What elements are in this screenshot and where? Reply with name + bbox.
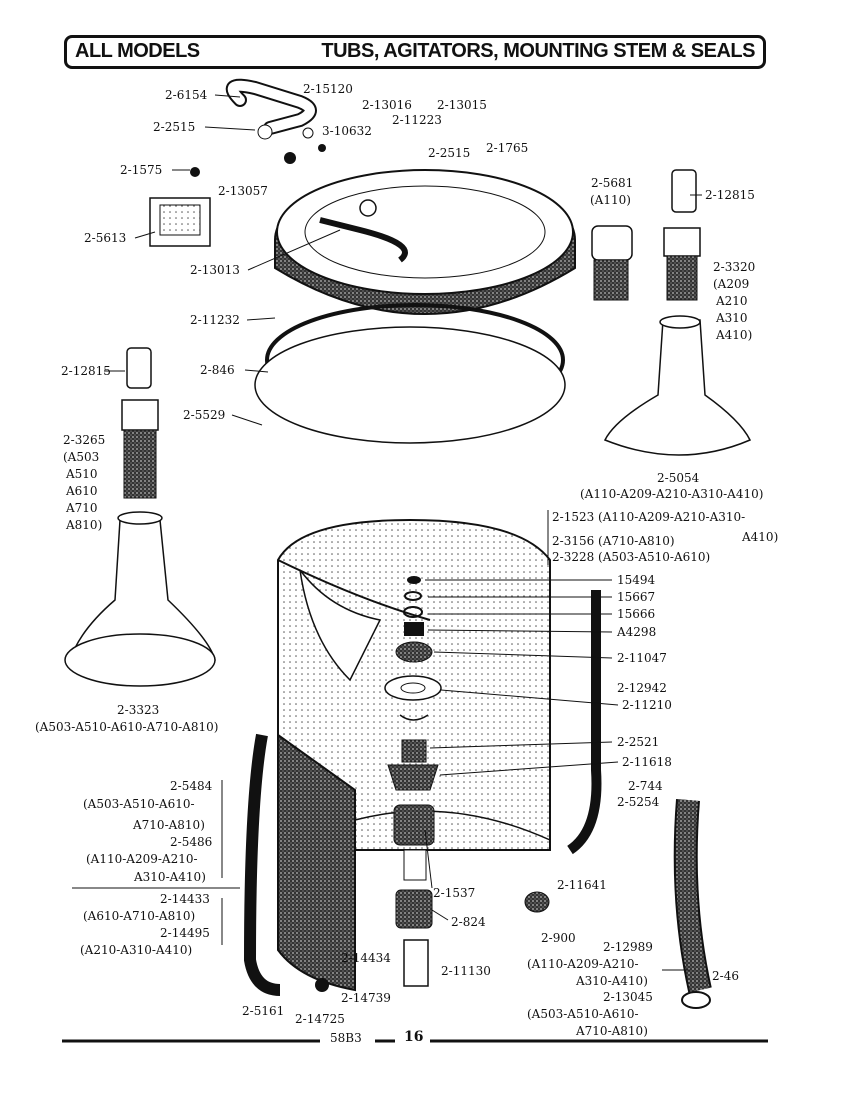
callout-2-13045-models-1: (A503-A510-A610- <box>527 1007 639 1021</box>
tub-ring-gasket <box>254 303 566 444</box>
tub-cover-assembly <box>274 169 576 315</box>
callout-15494: 15494 <box>617 573 656 587</box>
callout-2-5254: 2-5254 <box>617 795 660 809</box>
callout-2-5054: 2-5054 <box>657 471 700 485</box>
callout-2-12815-right: 2-12815 <box>705 188 755 202</box>
callout-2-5054-models: (A110-A209-A210-A310-A410) <box>580 487 763 501</box>
callout-2-5613: 2-5613 <box>84 231 126 245</box>
agitator-left <box>64 347 216 687</box>
water-valve <box>149 167 211 247</box>
callout-2-13045: 2-13045 <box>603 990 653 1004</box>
callout-2-3323: 2-3323 <box>117 703 159 717</box>
callout-2-13016: 2-13016 <box>362 98 412 112</box>
callout-2-11210: 2-11210 <box>622 698 672 712</box>
callout-15667: 15667 <box>617 590 655 604</box>
callout-2-5161: 2-5161 <box>242 1004 284 1018</box>
callout-2-5484-models-2: A710-A810) <box>132 818 205 832</box>
callout-15666: 15666 <box>617 607 655 621</box>
callout-2-12989: 2-12989 <box>603 940 653 954</box>
callout-2-3323-models: (A503-A510-A610-A710-A810) <box>35 720 218 734</box>
callout-2-15120: 2-15120 <box>303 82 353 96</box>
callout-a610: A610 <box>65 484 98 498</box>
callout-a510: A510 <box>65 467 98 481</box>
callout-2-824: 2-824 <box>451 915 486 929</box>
callout-2-2515-b: 2-2515 <box>428 146 470 160</box>
agitator-right <box>591 169 752 456</box>
callout-2-5681: 2-5681 <box>591 176 633 190</box>
callout-2-14433: 2-14433 <box>160 892 210 906</box>
callout-a209-open: (A209 <box>713 277 749 291</box>
leader-lines <box>72 94 702 985</box>
callout-2-12989-models-2: A310-A410) <box>575 974 648 988</box>
callout-2-13013: 2-13013 <box>190 263 240 277</box>
callout-2-11618: 2-11618 <box>622 755 672 769</box>
callout-a410-end: A410) <box>741 530 778 544</box>
callout-2-1537: 2-1537 <box>433 886 475 900</box>
callout-2-2521: 2-2521 <box>617 735 659 749</box>
callout-2-846: 2-846 <box>200 363 235 377</box>
callout-2-14725: 2-14725 <box>295 1012 345 1026</box>
callout-2-5486-models-2: A310-A410) <box>133 870 206 884</box>
callout-2-11232: 2-11232 <box>190 313 240 327</box>
callout-2-11223: 2-11223 <box>392 113 442 127</box>
callout-2-3156: 2-3156 (A710-A810) <box>552 534 675 548</box>
callout-2-5529: 2-5529 <box>183 408 225 422</box>
inlet-hose <box>225 78 317 135</box>
drain-hoses <box>243 590 712 1009</box>
callout-2-5484: 2-5484 <box>170 779 213 793</box>
callout-a810-close: A810) <box>65 518 102 532</box>
callout-2-2515-a: 2-2515 <box>153 120 195 134</box>
callout-2-900: 2-900 <box>541 931 576 945</box>
callout-2-1765: 2-1765 <box>486 141 528 155</box>
callout-3-10632: 3-10632 <box>322 124 372 138</box>
callout-a110: (A110) <box>590 193 631 207</box>
callout-2-5484-models-1: (A503-A510-A610- <box>83 797 195 811</box>
callout-2-12815-left: 2-12815 <box>61 364 111 378</box>
callout-2-1575: 2-1575 <box>120 163 162 177</box>
footer-code: 58B3 <box>330 1031 362 1045</box>
callout-2-3228: 2-3228 (A503-A510-A610) <box>552 550 710 564</box>
callout-a310: A310 <box>715 311 748 325</box>
callout-2-46-handwritten: 2-46 <box>712 969 739 983</box>
callout-2-13057: 2-13057 <box>218 184 268 198</box>
callout-2-3265: 2-3265 <box>63 433 105 447</box>
callout-2-12942: 2-12942 <box>617 681 667 695</box>
callout-2-5486: 2-5486 <box>170 835 212 849</box>
callout-2-14495: 2-14495 <box>160 926 210 940</box>
fill-fittings <box>257 124 326 164</box>
part-callouts: 2-6154 2-15120 2-13016 2-13015 2-2515 3-… <box>35 82 778 1038</box>
callout-a4298: A4298 <box>616 625 656 639</box>
callout-2-744: 2-744 <box>628 779 663 793</box>
callout-2-13015: 2-13015 <box>437 98 487 112</box>
callout-2-11047: 2-11047 <box>617 651 667 665</box>
callout-2-14434: 2-14434 <box>341 951 391 965</box>
callout-2-5486-models-1: (A110-A209-A210- <box>86 852 198 866</box>
callout-a503-open: (A503 <box>63 450 99 464</box>
center-stack-parts <box>384 576 442 987</box>
callout-2-14433-models: (A610-A710-A810) <box>83 909 195 923</box>
callout-2-12989-models-1: (A110-A209-A210- <box>527 957 639 971</box>
header-right-title: TUBS, AGITATORS, MOUNTING STEM & SEALS <box>321 40 755 62</box>
footer-page-number: 16 <box>404 1029 424 1045</box>
callout-a410-close: A410) <box>715 328 752 342</box>
callout-2-11130: 2-11130 <box>441 964 491 978</box>
callout-2-14495-models: (A210-A310-A410) <box>80 943 192 957</box>
callout-a710: A710 <box>65 501 98 515</box>
callout-2-6154: 2-6154 <box>165 88 208 102</box>
callout-2-3320: 2-3320 <box>713 260 755 274</box>
header-left-title: ALL MODELS <box>75 40 200 62</box>
callout-2-11641: 2-11641 <box>557 878 607 892</box>
callout-a210: A210 <box>715 294 748 308</box>
callout-2-13045-models-2: A710-A810) <box>575 1024 648 1038</box>
page-header: ALL MODELS TUBS, AGITATORS, MOUNTING STE… <box>64 35 766 69</box>
callout-2-14739: 2-14739 <box>341 991 391 1005</box>
callout-2-1523: 2-1523 (A110-A209-A210-A310- <box>552 510 745 524</box>
